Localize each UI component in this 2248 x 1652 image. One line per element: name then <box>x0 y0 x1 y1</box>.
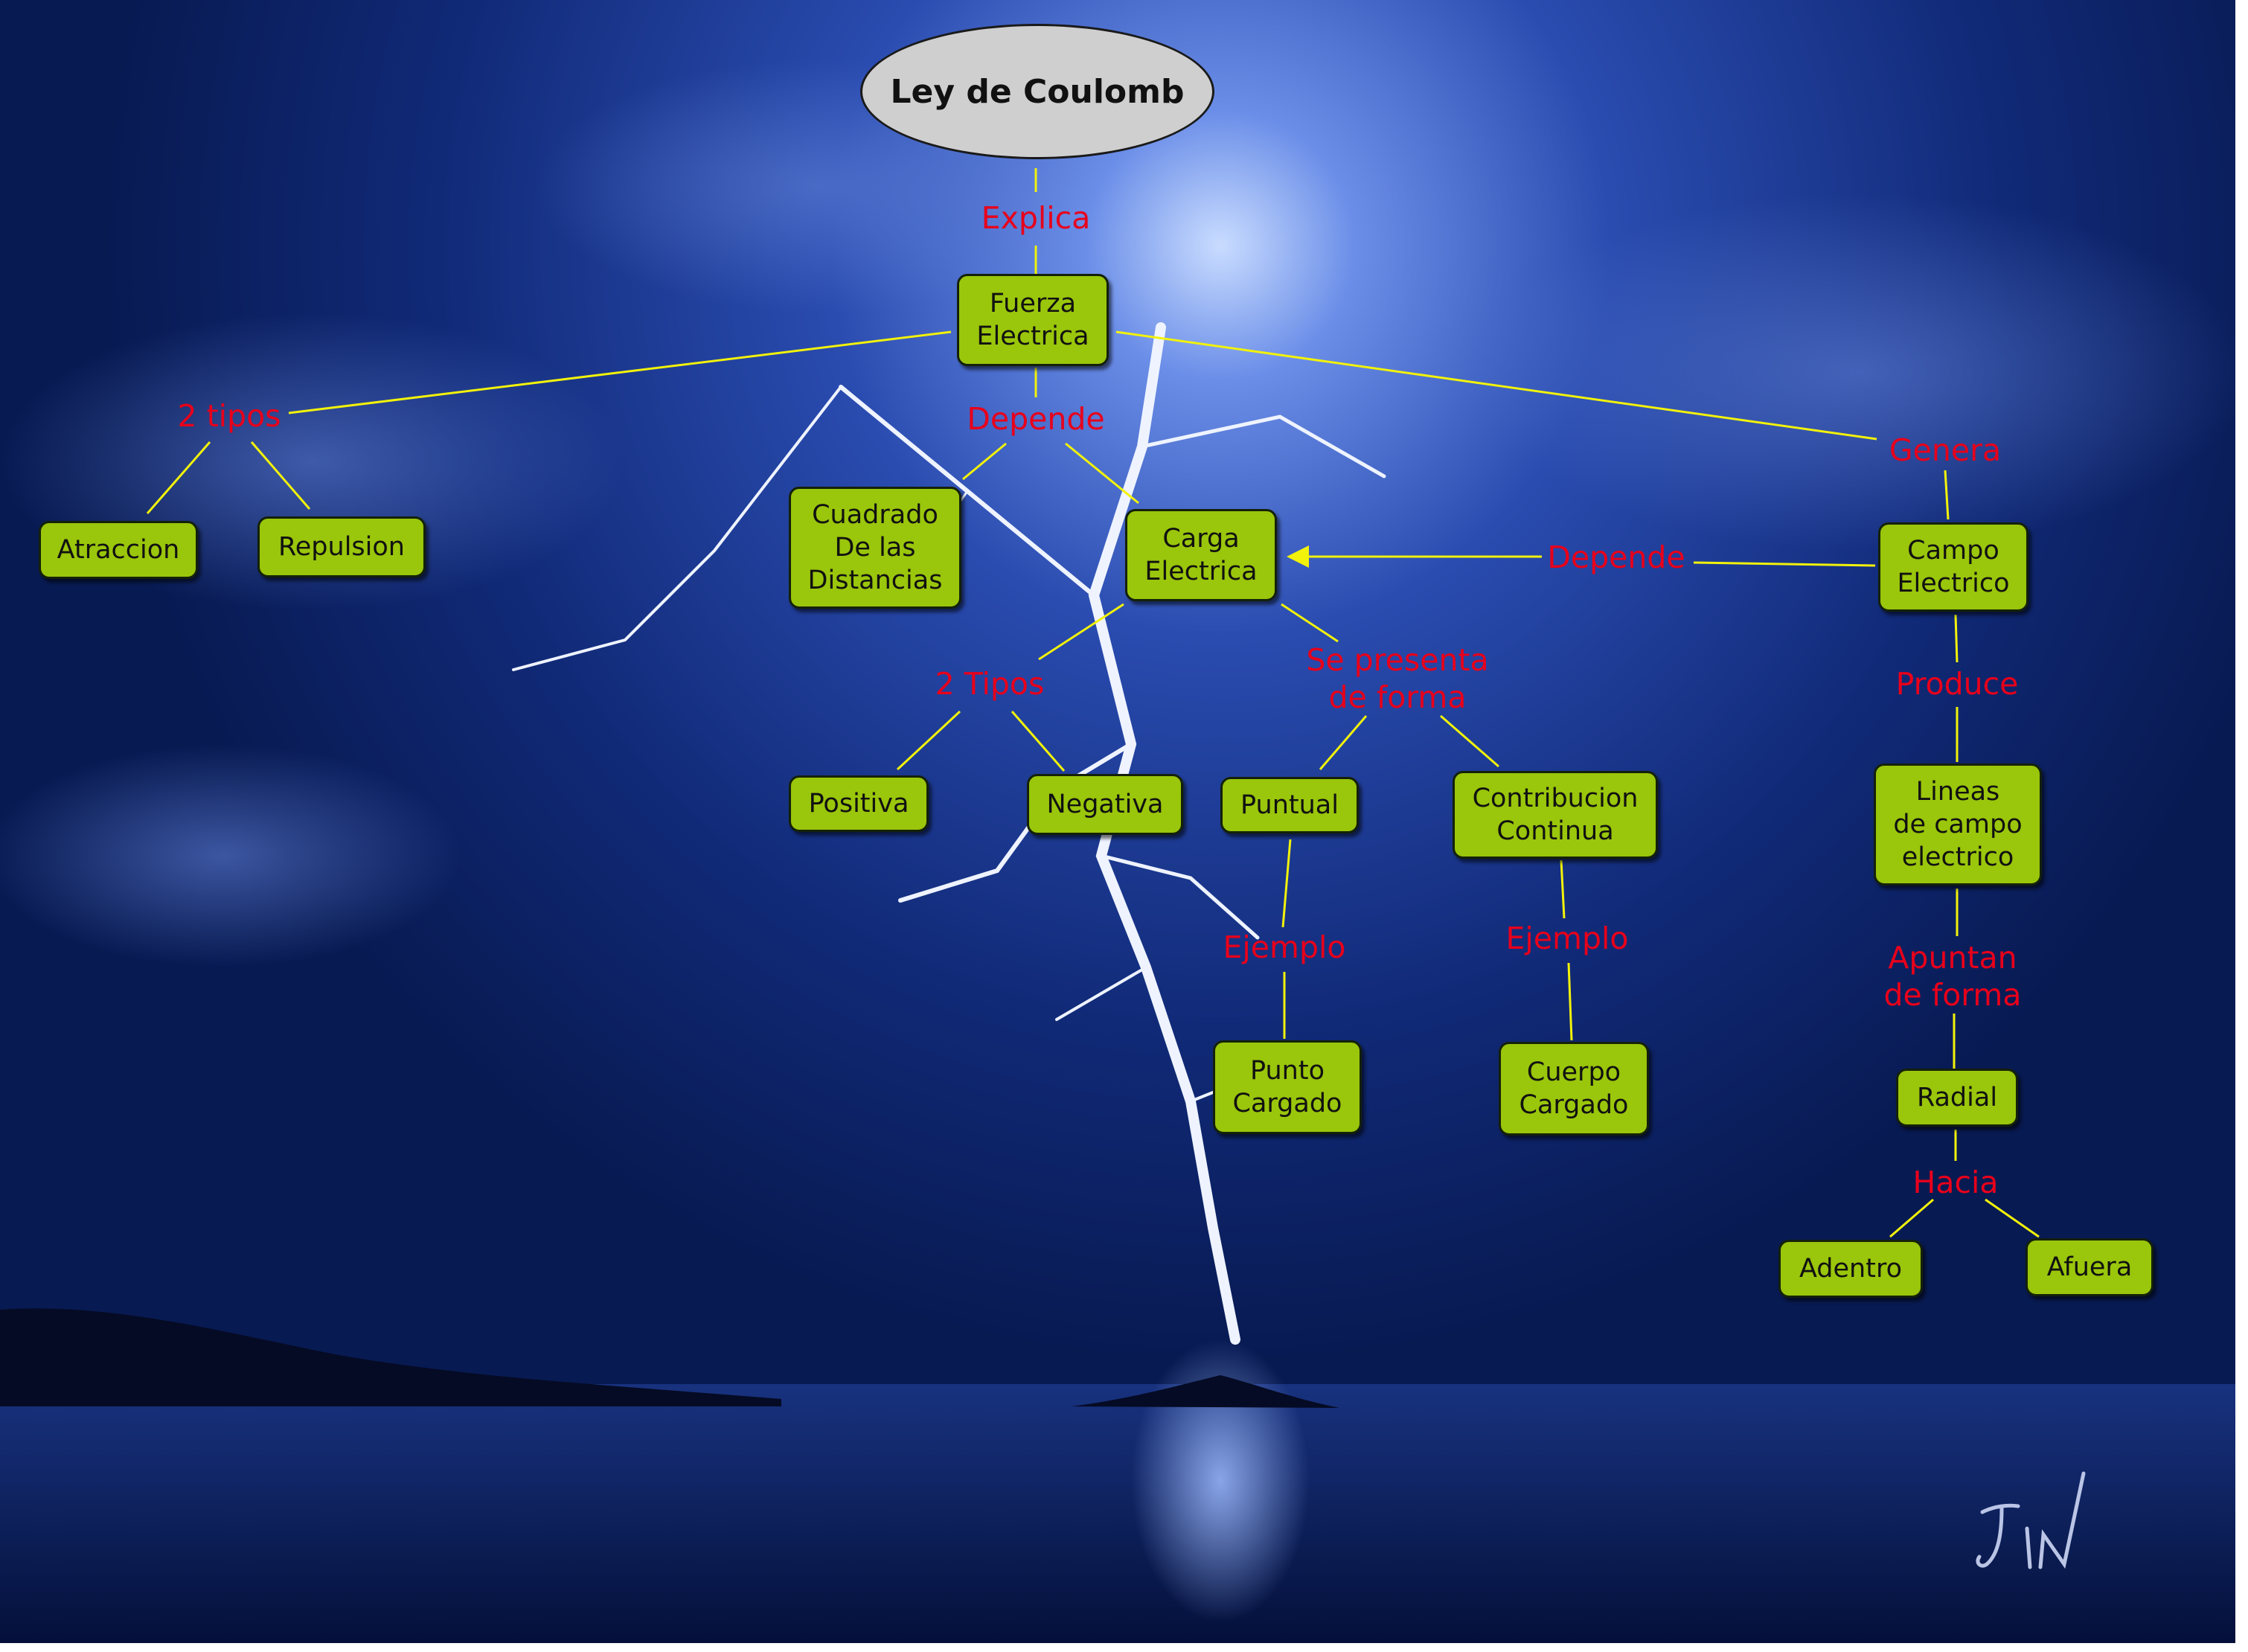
link-ejemplo-continua: Ejemplo <box>1506 920 1629 957</box>
node-contribucion-continua[interactable]: Contribucion Continua <box>1453 771 1658 859</box>
link-2-tipos-carga: 2 Tipos <box>935 665 1045 702</box>
link-ejemplo-puntual: Ejemplo <box>1223 929 1346 966</box>
node-atraccion[interactable]: Atraccion <box>39 521 198 579</box>
link-genera: Genera <box>1889 432 2001 469</box>
link-depende-campo: Depende <box>1547 539 1685 576</box>
link-apuntan-de-forma: Apuntan de forma <box>1883 939 2021 1014</box>
link-produce: Produce <box>1896 665 2019 702</box>
node-campo-electrico[interactable]: Campo Electrico <box>1878 522 2028 612</box>
link-hacia: Hacia <box>1912 1164 1998 1201</box>
node-carga-electrica[interactable]: Carga Electrica <box>1125 509 1277 601</box>
node-cuerpo-cargado[interactable]: Cuerpo Cargado <box>1499 1042 1649 1136</box>
node-punto-cargado[interactable]: Punto Cargado <box>1213 1040 1362 1134</box>
node-radial[interactable]: Radial <box>1896 1069 2018 1127</box>
node-negativa[interactable]: Negativa <box>1027 774 1183 835</box>
link-se-presenta-de-forma: Se presenta de forma <box>1306 641 1488 716</box>
node-cuadrado-de-las-distancias[interactable]: Cuadrado De las Distancias <box>789 487 961 609</box>
node-adentro[interactable]: Adentro <box>1778 1240 1923 1298</box>
link-depende-fuerza: Depende <box>967 400 1104 438</box>
link-explica: Explica <box>982 199 1091 237</box>
node-repulsion[interactable]: Repulsion <box>257 516 426 577</box>
root-concept-ley-de-coulomb[interactable]: Ley de Coulomb <box>860 24 1214 159</box>
node-fuerza-electrica[interactable]: Fuerza Electrica <box>957 274 1109 366</box>
link-2-tipos-fuerza: 2 tipos <box>177 397 281 435</box>
node-puntual[interactable]: Puntual <box>1220 777 1359 833</box>
node-lineas-de-campo-electrico[interactable]: Lineas de campo electrico <box>1874 763 2042 886</box>
artist-signature <box>1972 1466 2098 1592</box>
node-positiva[interactable]: Positiva <box>789 775 929 832</box>
node-afuera[interactable]: Afuera <box>2026 1238 2153 1296</box>
